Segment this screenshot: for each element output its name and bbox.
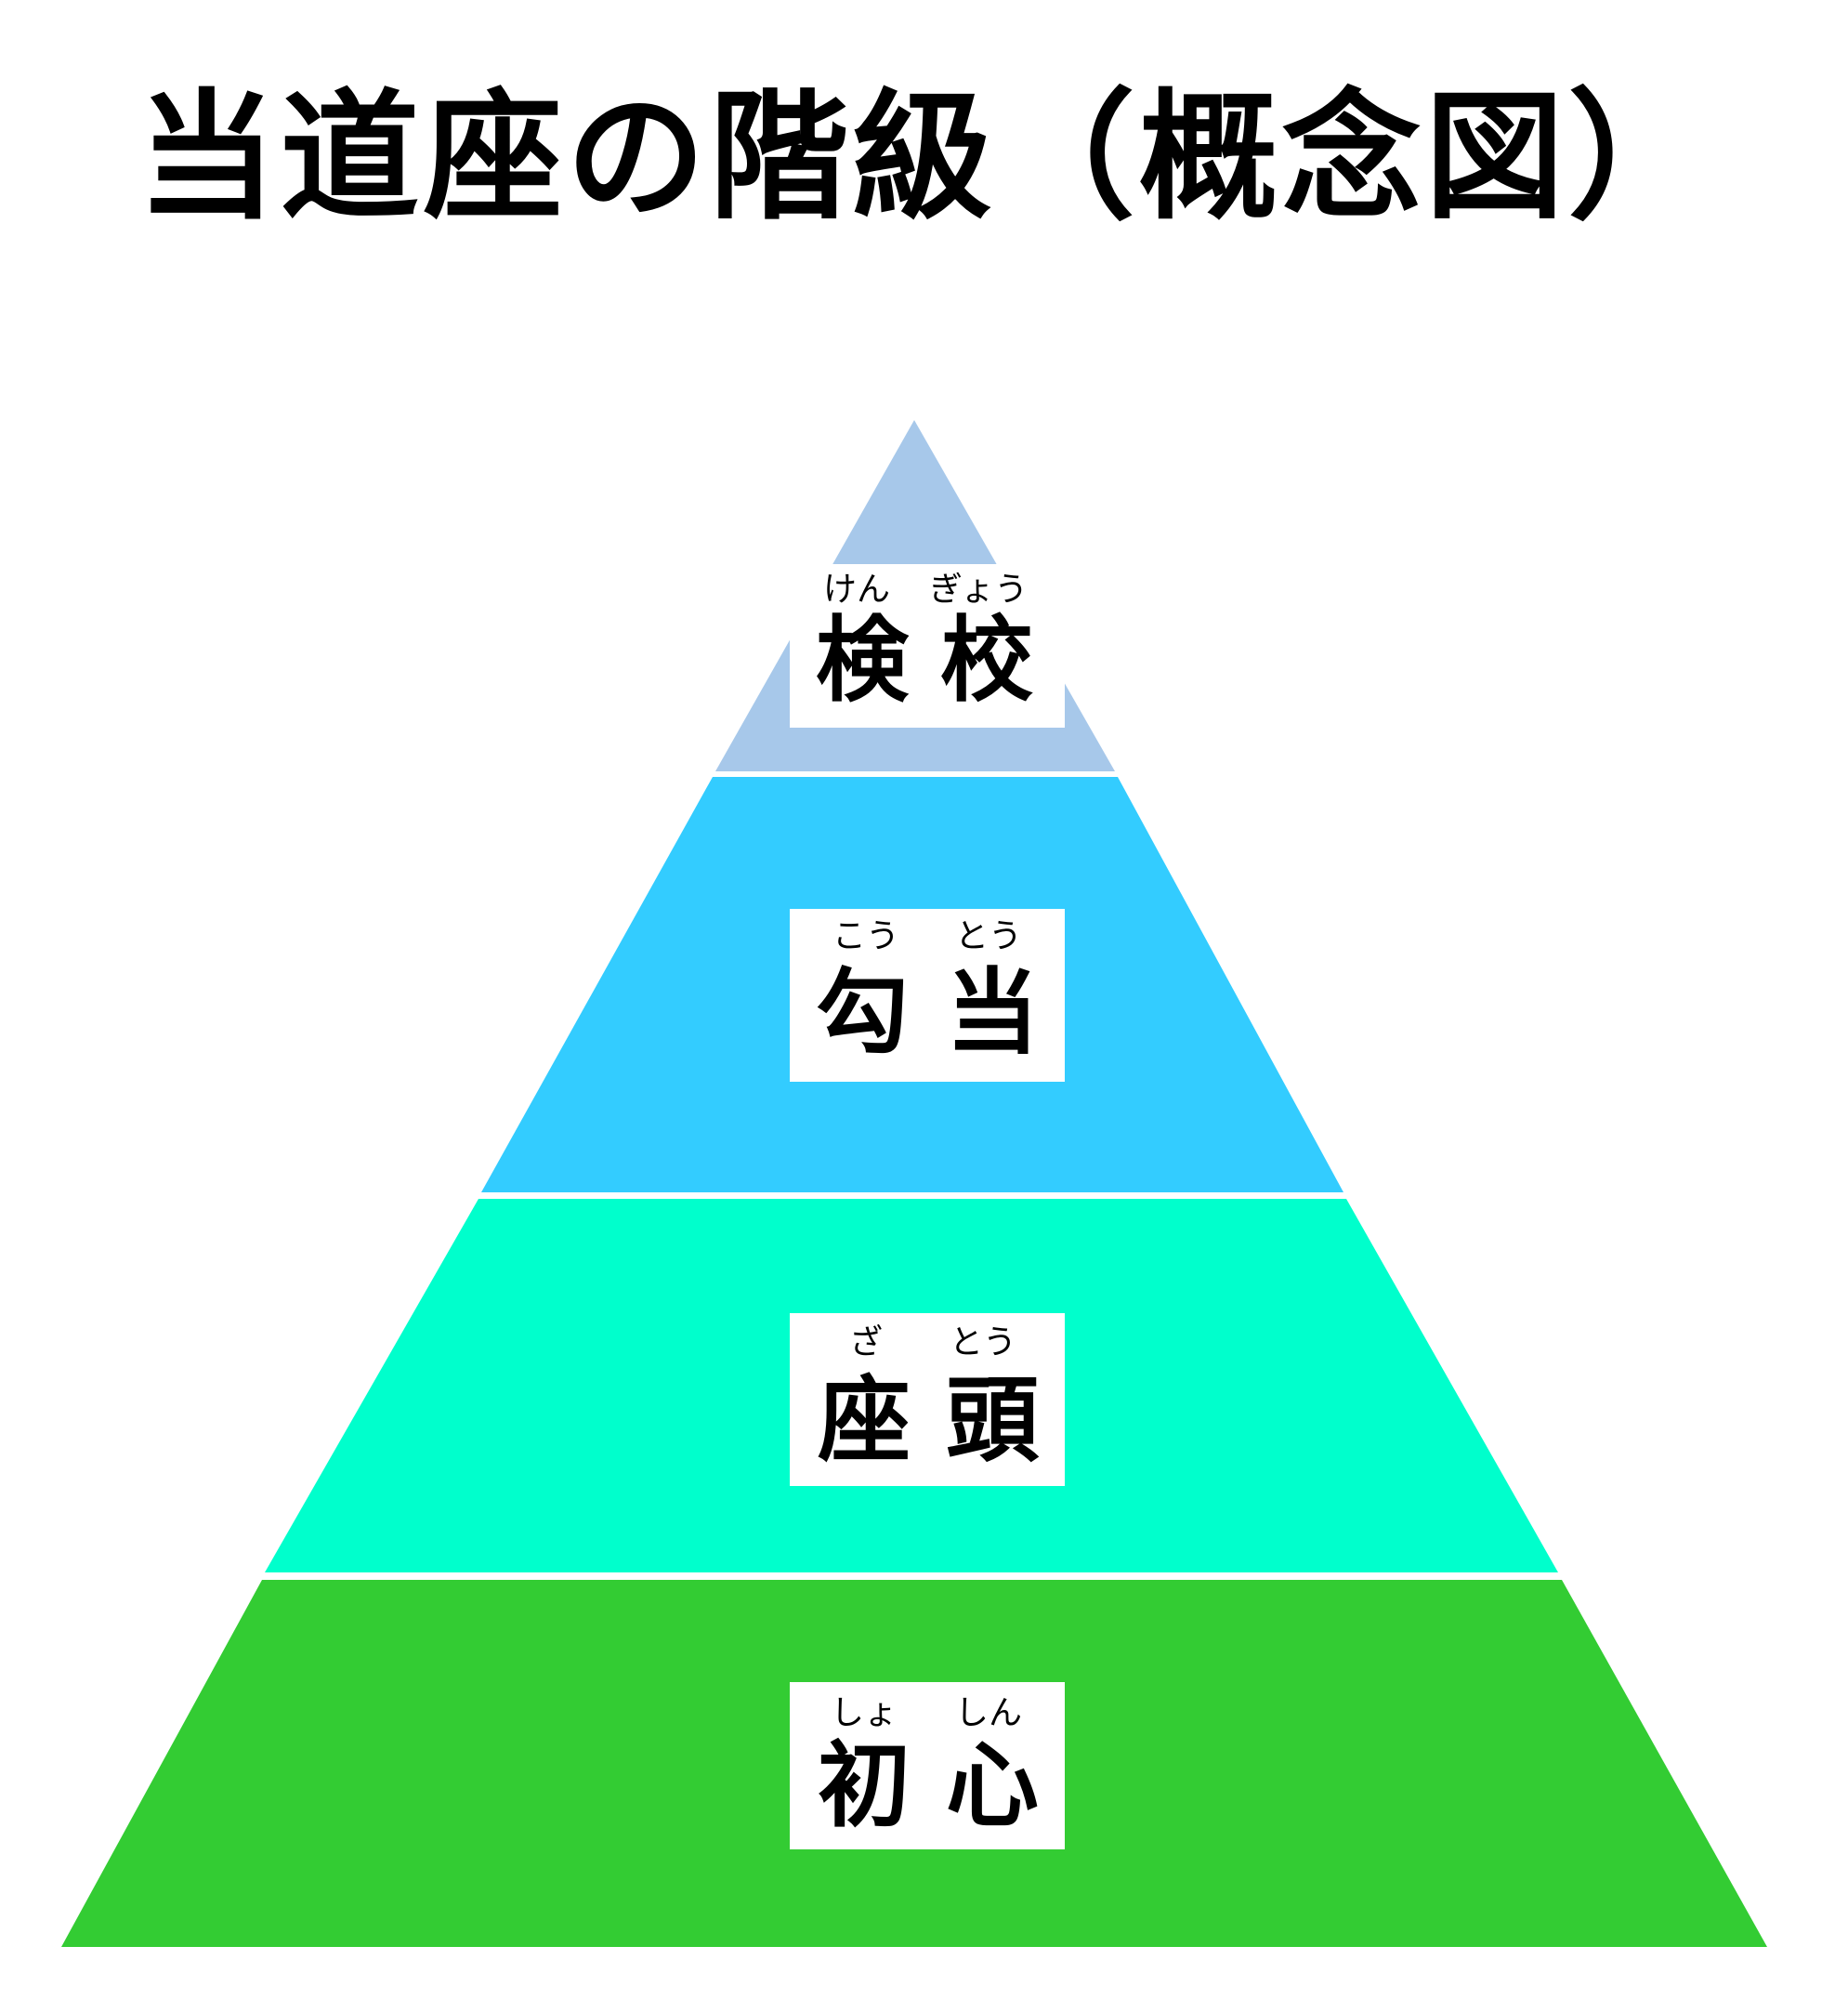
ruby-kou: こう (832, 917, 900, 955)
ruby-sho: しょ (831, 1694, 898, 1732)
tier-zato-label: ざ とう 座 頭 (790, 1313, 1065, 1486)
kanji-shin: 心 (946, 1731, 1039, 1840)
ruby-shin: しん (955, 1694, 1023, 1732)
kanji-kou: 校 (940, 606, 1033, 715)
kanji-sho: 初 (818, 1731, 911, 1840)
kanji-ken: 検 (816, 606, 909, 715)
ruby-gyo: ぎょう (929, 571, 1029, 609)
kanji-za: 座 (818, 1366, 911, 1475)
tier-shoshin-label: しょ しん 初 心 (790, 1682, 1065, 1849)
kanji-kou2: 勾 (816, 958, 909, 1067)
ruby-za: ざ (849, 1323, 884, 1361)
kanji-tou: 当 (946, 958, 1039, 1067)
page-title: 当道座の階級（概念図） (137, 77, 1711, 239)
ruby-tou2: とう (950, 1323, 1017, 1361)
tier-koto-label: こう とう 勾 当 (790, 909, 1065, 1082)
kanji-tou3: 頭 (946, 1366, 1039, 1475)
ruby-tou: とう (955, 917, 1023, 955)
tier-kengyo-label: けん ぎょう 検 校 (790, 564, 1065, 728)
ruby-ken: けん (823, 571, 891, 609)
